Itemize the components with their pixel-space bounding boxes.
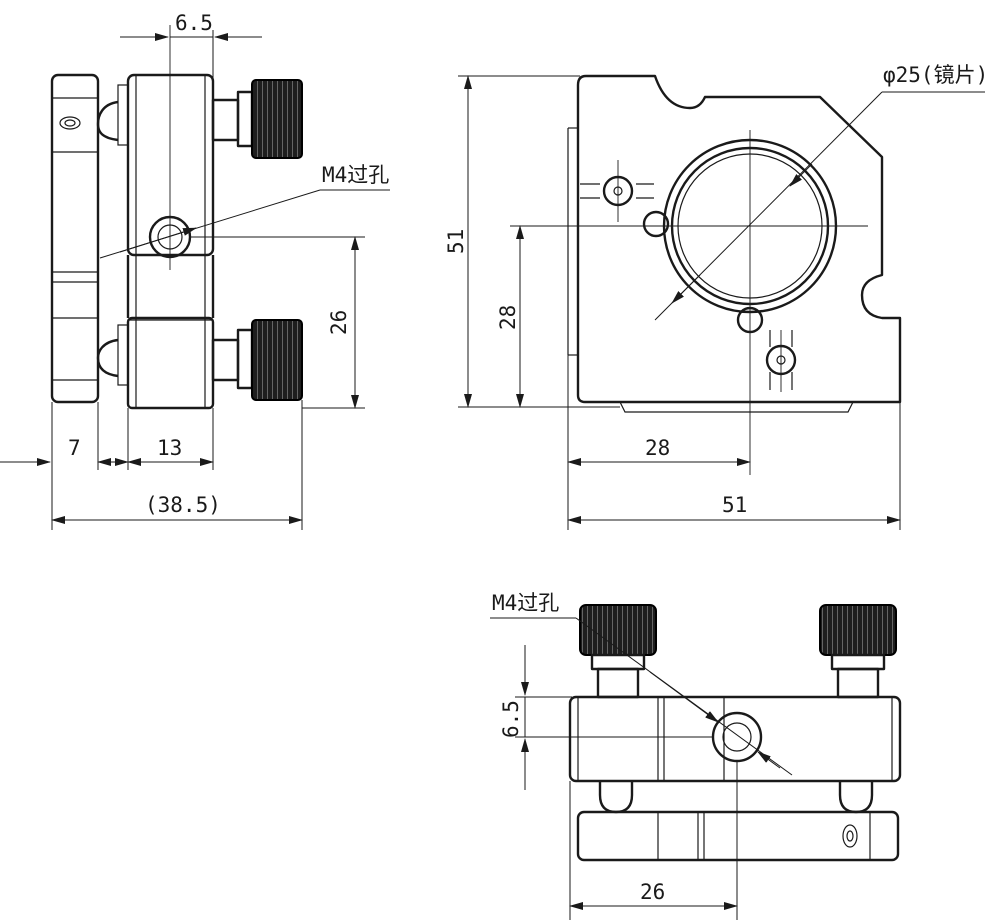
knurled-knob-icon — [251, 319, 303, 401]
top-m4-hole — [711, 711, 763, 763]
lens-callout: φ25(镜片) — [883, 63, 988, 87]
knurled-knob-icon — [819, 604, 897, 656]
top-hole-callout: M4过孔 — [492, 591, 559, 615]
slot-icon — [842, 824, 858, 848]
front-dim-center-height: 28 — [496, 305, 520, 330]
side-view: 6.5 M4过孔 26 7 13 (38.5) — [0, 11, 390, 530]
top-dim-spacing: 26 — [640, 880, 665, 904]
front-dim-height: 51 — [444, 229, 468, 254]
side-body-upper — [126, 73, 215, 257]
front-plate-outline — [576, 74, 902, 404]
side-dim-total: (38.5) — [145, 493, 221, 517]
side-dim-height: 26 — [327, 310, 351, 335]
front-dim-width: 51 — [722, 493, 747, 517]
side-body-lower — [126, 316, 215, 410]
top-mount-plate — [576, 810, 900, 862]
knurled-knob-icon — [579, 604, 657, 656]
side-dim-plate: 7 — [68, 436, 81, 460]
knurled-knob-icon — [251, 79, 303, 159]
top-view: M4过孔 6.5 26 — [490, 591, 902, 920]
side-dim-top: 6.5 — [175, 11, 213, 35]
side-mount-plate — [50, 73, 100, 404]
side-dim-body: 13 — [157, 436, 182, 460]
slot-icon — [59, 116, 81, 130]
top-body — [568, 695, 902, 783]
front-dim-center-width: 28 — [645, 436, 670, 460]
side-hole-callout: M4过孔 — [322, 163, 389, 187]
ball-tip-icon — [96, 100, 119, 142]
top-dim-offset: 6.5 — [499, 700, 523, 738]
front-view: φ25(镜片) 51 28 28 51 — [444, 63, 988, 530]
